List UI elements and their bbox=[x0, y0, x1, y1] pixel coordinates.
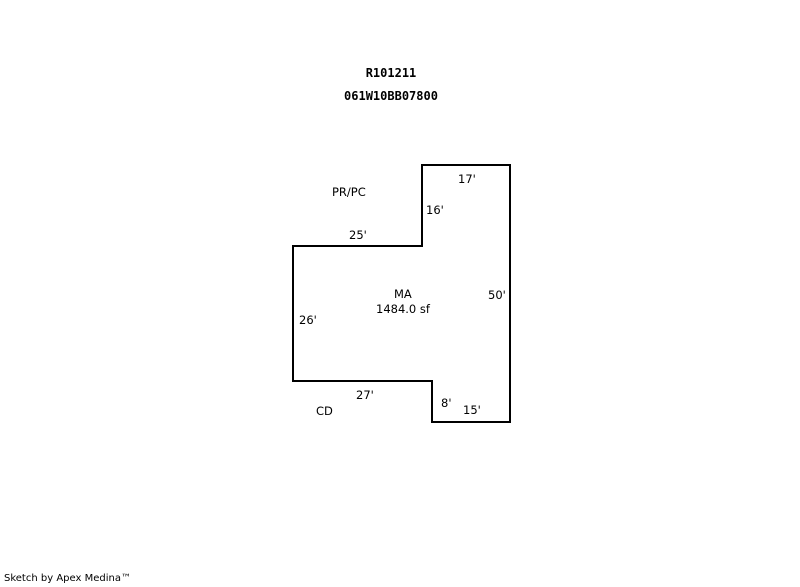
map-number: 061W10BB07800 bbox=[344, 89, 438, 103]
note-cd: CD bbox=[316, 404, 333, 418]
area-size: 1484.0 sf bbox=[376, 302, 430, 316]
account-id: R101211 bbox=[365, 66, 417, 80]
dimension-top: 17' bbox=[458, 172, 476, 186]
dimension-upper-left-horizontal: 25' bbox=[349, 228, 367, 242]
dimension-lower-notch-vertical: 8' bbox=[441, 396, 452, 410]
sketch-credit: Sketch by Apex Medina™ bbox=[4, 573, 131, 584]
dimension-bottom-left-horizontal: 27' bbox=[356, 388, 374, 402]
building-outline bbox=[292, 164, 511, 423]
dimension-right: 50' bbox=[488, 288, 506, 302]
dimension-upper-left-vertical: 16' bbox=[426, 203, 444, 217]
area-label: MA bbox=[394, 287, 412, 301]
dimension-bottom: 15' bbox=[463, 403, 481, 417]
dimension-left: 26' bbox=[299, 313, 317, 327]
note-pr-pc: PR/PC bbox=[332, 185, 366, 199]
